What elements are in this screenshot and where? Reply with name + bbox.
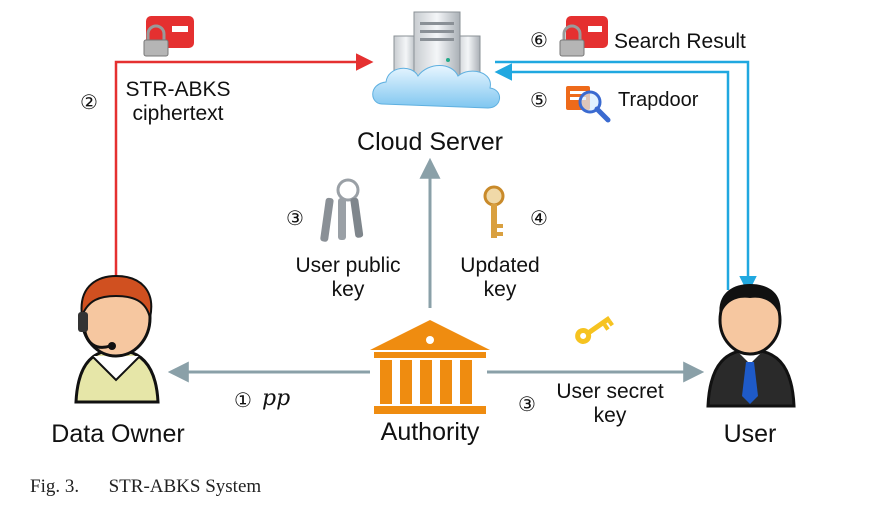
authority-label: Authority (380, 418, 480, 446)
lock-icon-result (559, 16, 608, 57)
step-6-number: ⑥ (530, 28, 548, 52)
edge-public-key-line1: User public (295, 254, 401, 277)
step-4-number: ④ (530, 206, 548, 230)
secret-key-icon (575, 315, 614, 344)
figure-title: STR-ABKS System (108, 476, 262, 497)
edge-ciphertext-line2: ciphertext (132, 102, 224, 125)
trapdoor-search-icon (566, 86, 611, 123)
data-owner-avatar-icon (74, 274, 160, 404)
edge-updated-key-label: Updated key (440, 254, 560, 302)
lock-icon (143, 16, 194, 57)
step-2-number: ② (80, 90, 98, 114)
edge-pp-label: pp (262, 386, 291, 411)
edge-updated-key-line1: Updated (460, 254, 540, 277)
arrow-owner-to-cloud (114, 53, 374, 276)
authority-building-icon (370, 320, 490, 414)
step-5-number: ⑤ (530, 88, 548, 112)
cloud-server-icon (372, 11, 500, 109)
edge-ciphertext-label: STR-ABKS ciphertext (118, 78, 238, 126)
edge-ciphertext-line1: STR-ABKS (125, 78, 231, 101)
figure-number: Fig. 3. (30, 476, 80, 497)
edge-public-key-label: User public key (278, 254, 418, 302)
edge-search-result-label: Search Result (614, 30, 746, 53)
user-label: User (723, 420, 777, 448)
edge-secret-key-label: User secret key (540, 380, 680, 428)
data-owner-label: Data Owner (51, 420, 185, 448)
edge-secret-key-line1: User secret (556, 380, 664, 403)
edge-public-key-line2: key (331, 278, 365, 301)
step-3-number-secret: ③ (518, 392, 536, 416)
user-avatar-icon (706, 284, 796, 408)
updated-key-icon (483, 185, 505, 238)
figure-caption: Fig. 3. STR-ABKS System (30, 476, 261, 498)
arrow-user-to-cloud (494, 63, 730, 290)
edge-secret-key-line2: key (593, 404, 627, 427)
arrow-cloud-to-user (495, 60, 757, 294)
step-3-number-public: ③ (286, 206, 304, 230)
step-1-number: ① (234, 388, 252, 412)
edge-updated-key-line2: key (483, 278, 517, 301)
cloud-server-label: Cloud Server (357, 128, 503, 156)
keys-icon (320, 178, 364, 242)
edge-trapdoor-label: Trapdoor (618, 89, 699, 111)
